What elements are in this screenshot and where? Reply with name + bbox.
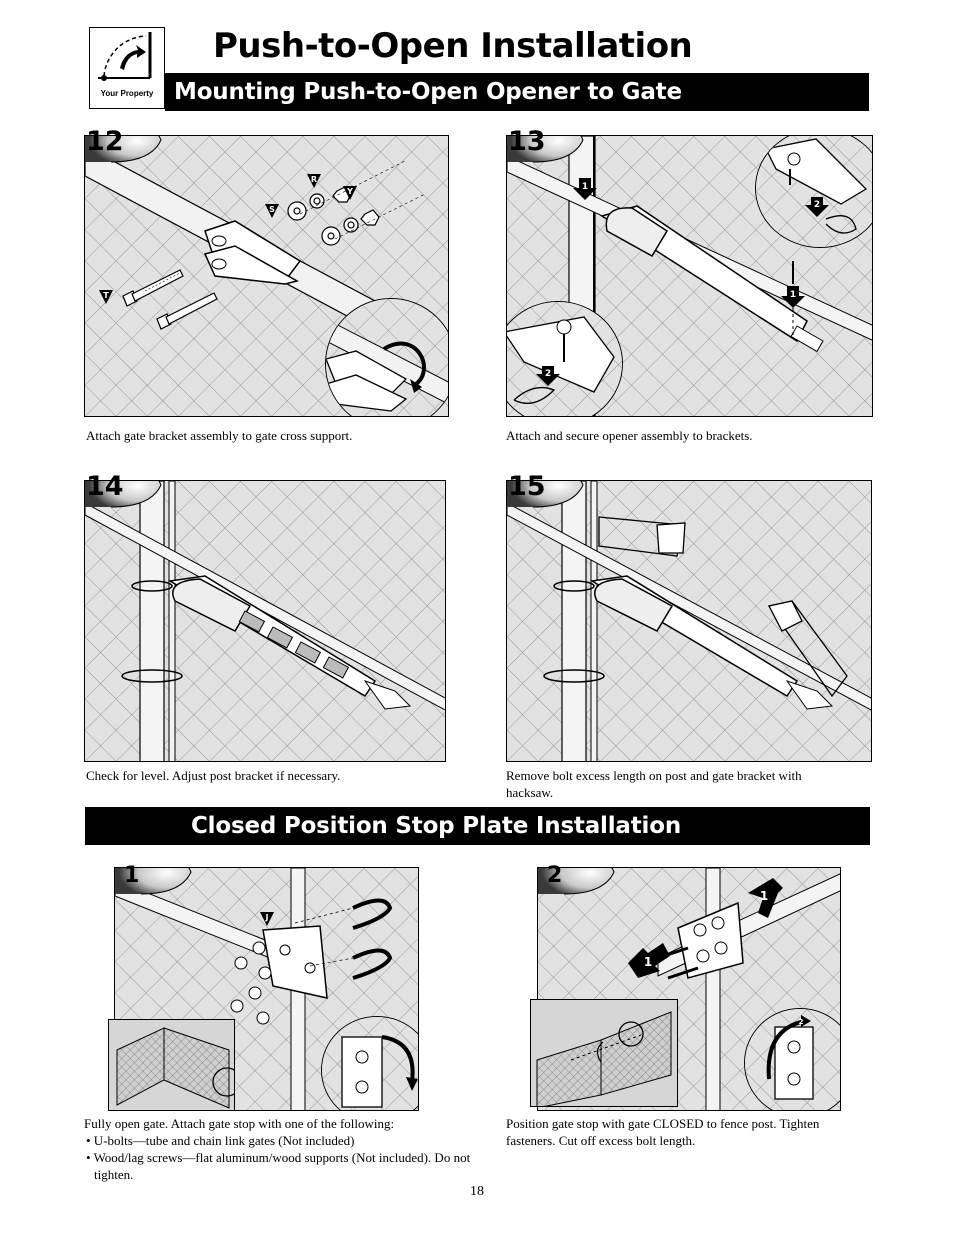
step-number: 12 <box>86 126 124 157</box>
step-number: 2 <box>547 863 563 888</box>
gate-swing-icon <box>98 32 152 81</box>
step-13-top-inset: 2 <box>755 136 872 248</box>
page-title: Push-to-Open Installation <box>213 26 693 66</box>
caption-item: • U-bolts—tube and chain link gates (Not… <box>86 1133 355 1148</box>
stop-step-1-gate-open-inset <box>108 1019 235 1111</box>
step-13-badge <box>507 136 589 164</box>
step-15-caption: Remove bolt excess length on post and ga… <box>506 768 802 800</box>
step-12-illustration: R Y S T <box>84 135 449 417</box>
svg-text:1: 1 <box>582 182 588 192</box>
svg-text:Y: Y <box>346 187 353 196</box>
svg-text:2: 2 <box>545 369 551 379</box>
stop-step-1-detail-inset <box>321 1016 418 1110</box>
step-number: 1 <box>124 863 140 888</box>
svg-text:R: R <box>311 175 317 184</box>
step-number: 14 <box>86 471 124 502</box>
stop-step-1-badge <box>115 868 197 896</box>
svg-text:1: 1 <box>644 955 652 969</box>
svg-text:2: 2 <box>799 1018 804 1026</box>
your-property-logo: Your Property <box>89 27 165 109</box>
stop-step-1-caption: Fully open gate. Attach gate stop with o… <box>84 1115 474 1183</box>
stop-step-2-detail-inset: 2 <box>744 1008 840 1110</box>
step-12-badge <box>85 136 167 164</box>
section-heading-stop-plate: Closed Position Stop Plate Installation <box>85 807 870 845</box>
svg-text:1: 1 <box>790 290 796 300</box>
step-14-caption: Check for level. Adjust post bracket if … <box>86 768 341 783</box>
step-12-caption: Attach gate bracket assembly to gate cro… <box>86 428 353 443</box>
svg-text:S: S <box>269 205 275 214</box>
section-heading-mounting: Mounting Push-to-Open Opener to Gate <box>165 73 869 111</box>
stop-step-2-caption: Position gate stop with gate CLOSED to f… <box>506 1116 820 1148</box>
step-13-bottom-inset: 2 <box>507 301 623 416</box>
step-15-badge <box>507 481 589 509</box>
step-14-illustration <box>84 480 446 762</box>
stop-step-2-badge <box>538 868 620 896</box>
stop-step-2-illustration: 1 1 2 <box>537 867 841 1111</box>
step-number: 15 <box>508 471 546 502</box>
step-14-badge <box>85 481 167 509</box>
step-13-caption: Attach and secure opener assembly to bra… <box>506 428 753 443</box>
step-number: 13 <box>508 126 546 157</box>
svg-text:T: T <box>103 291 109 300</box>
svg-text:J: J <box>265 913 269 922</box>
page-number: 18 <box>470 1184 484 1199</box>
step-12-detail-inset <box>325 298 448 416</box>
step-15-illustration <box>506 480 872 762</box>
caption-intro: Fully open gate. Attach gate stop with o… <box>84 1116 395 1131</box>
svg-text:1: 1 <box>760 889 768 903</box>
svg-text:2: 2 <box>814 200 820 210</box>
logo-label: Your Property <box>100 89 154 98</box>
caption-list: • U-bolts—tube and chain link gates (Not… <box>84 1132 474 1183</box>
stop-step-2-gate-closed-inset <box>530 999 678 1107</box>
caption-item: • Wood/lag screws—flat aluminum/wood sup… <box>86 1150 471 1182</box>
step-13-illustration: 1 1 2 2 <box>506 135 873 417</box>
